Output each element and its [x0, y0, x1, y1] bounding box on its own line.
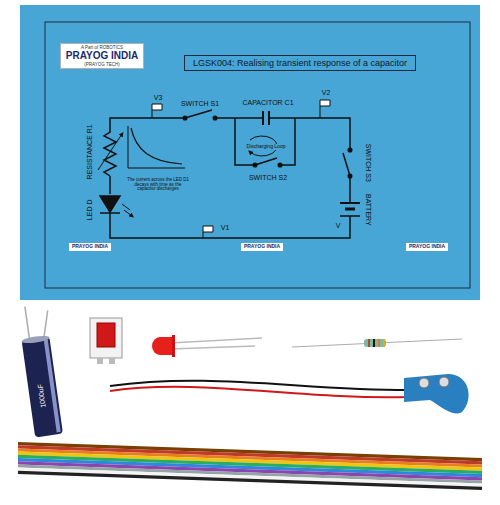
card-border	[45, 22, 470, 288]
battery-symbol	[340, 203, 360, 216]
schematic-label: RESISTANCE R1	[86, 123, 94, 180]
card	[20, 5, 480, 300]
node-text: PRAYOG INDIA	[66, 50, 138, 62]
red-led	[152, 335, 262, 357]
variable-arrow	[98, 134, 122, 170]
switch-symbol	[343, 148, 352, 178]
logo-tag: PRAYOG INDIA	[406, 243, 448, 251]
node-text: A Part of ROBOTICS	[66, 45, 138, 50]
node-text: (PRAYOG TECH)	[66, 62, 138, 67]
schematic-label: SWITCH S3	[364, 143, 372, 183]
resistor	[292, 339, 462, 347]
switch-symbol	[183, 110, 217, 120]
battery-snap	[110, 374, 469, 413]
ribbon-cable	[18, 442, 482, 490]
schematic-label: V1	[220, 224, 231, 232]
capacitor-symbol	[263, 111, 269, 125]
logo-tag: PRAYOG INDIA	[69, 243, 111, 251]
schematic-label: SWITCH S1	[180, 100, 220, 108]
node-text: PRAYOG INDIA	[409, 244, 445, 250]
rocker-switch	[90, 318, 122, 364]
schematic-label: The current across the LED D1 decays wit…	[125, 178, 191, 193]
schematic-label: LED D	[86, 199, 94, 222]
schematic-label: V3	[153, 94, 164, 102]
node-text: PRAYOG INDIA	[72, 244, 108, 250]
schematic-label: SWITCH S2	[248, 174, 288, 182]
logo-box: A Part of ROBOTICSPRAYOG INDIA(PRAYOG TE…	[60, 43, 144, 69]
schematic-label: BATTERY	[364, 193, 372, 227]
node-text: LGSK004: Realising transient response of…	[193, 58, 407, 68]
schematic-label: CAPACITOR C1	[241, 99, 294, 107]
schematic-label: V2	[321, 89, 332, 97]
decay-graph	[128, 126, 185, 168]
ribbon-wire	[18, 468, 482, 487]
schematic-label: Discharging Loop	[246, 144, 287, 150]
ribbon-wire	[18, 471, 482, 490]
title-box: LGSK004: Realising transient response of…	[184, 55, 416, 71]
led-symbol	[100, 196, 132, 226]
switch-symbol	[253, 158, 282, 167]
logo-tag: PRAYOG INDIA	[241, 243, 283, 251]
probe-flag	[152, 100, 330, 238]
circuit-wires	[110, 118, 350, 238]
node-text: PRAYOG INDIA	[244, 244, 280, 250]
schematic-label: V	[335, 222, 342, 230]
electrolytic-capacitor	[17, 304, 65, 438]
